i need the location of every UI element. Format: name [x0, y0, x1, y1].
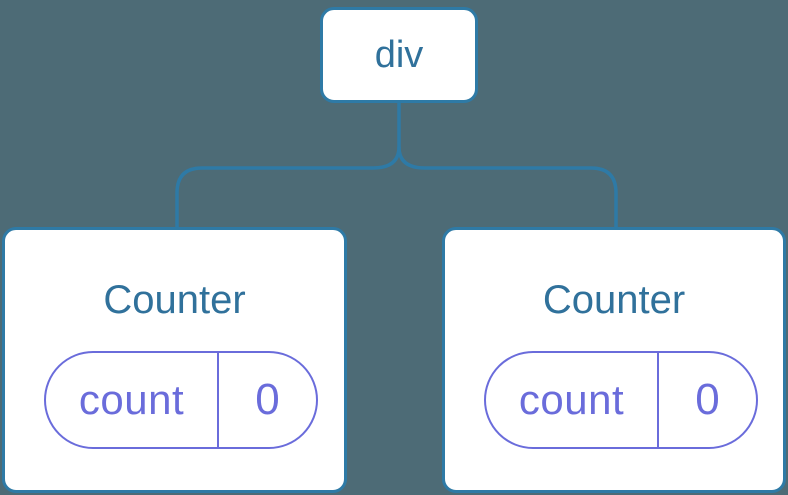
counter-right-title: Counter: [542, 278, 686, 322]
counter-card-right: Counter count 0: [442, 227, 786, 493]
counter-card-left: Counter count 0: [2, 227, 347, 493]
counter-left-state-key: count: [78, 376, 185, 423]
counter-right-state-value-section: 0: [659, 353, 756, 447]
counter-left-state-value: 0: [255, 375, 280, 424]
counter-right-state-key: count: [518, 376, 625, 423]
counter-right-state-pill: count 0: [484, 351, 758, 449]
counter-left-state-key-section: count: [46, 353, 219, 447]
counter-right-state-value: 0: [695, 375, 720, 424]
counter-left-state-pill: count 0: [44, 351, 318, 449]
root-node-div: div: [320, 7, 478, 103]
counter-right-state-key-section: count: [486, 353, 659, 447]
counter-left-title: Counter: [103, 278, 246, 322]
edge-root-to-left-counter: [175, 146, 401, 227]
root-node-label: div: [374, 33, 424, 76]
edge-root-to-right-counter: [397, 146, 618, 227]
counter-left-state-value-section: 0: [219, 353, 316, 447]
